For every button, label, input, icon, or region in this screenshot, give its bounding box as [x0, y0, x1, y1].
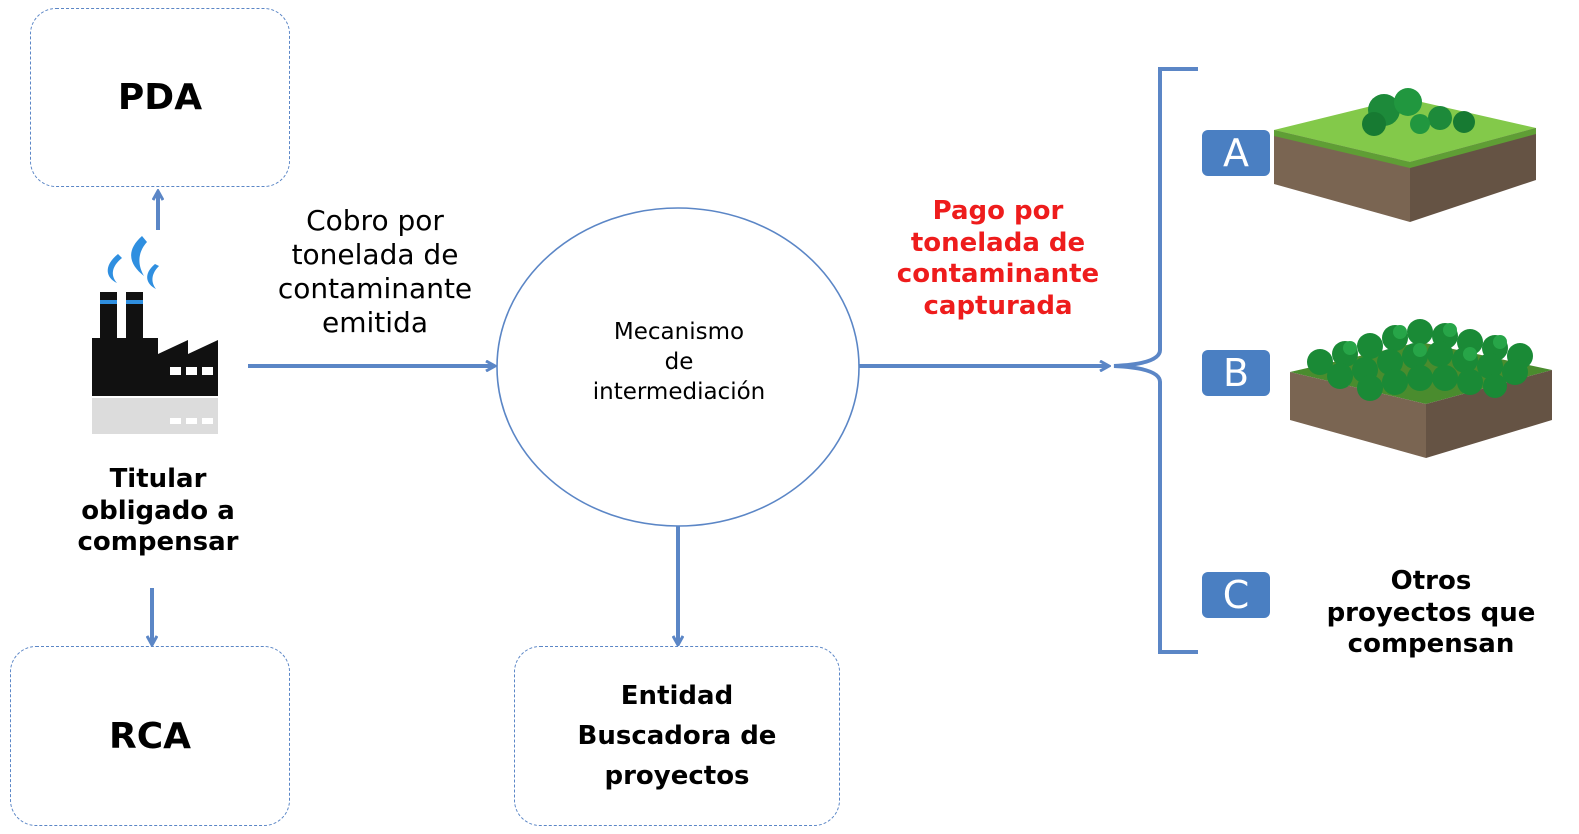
badge-a: A [1202, 130, 1270, 176]
badge-c: C [1202, 572, 1270, 618]
otros-line-2: proyectos que [1326, 597, 1536, 628]
cobro-line-2: tonelada de [291, 238, 459, 272]
badge-b: B [1202, 350, 1270, 396]
otros-line-3: compensan [1347, 629, 1515, 660]
mecanismo-line-3: intermediación [592, 378, 766, 405]
entidad-line-1: Entidad [620, 680, 734, 711]
titular-line-3: compensar [77, 527, 239, 558]
titular-line-1: Titular [109, 464, 207, 494]
rca-label: RCA [108, 715, 191, 757]
cobro-line-1: Cobro por [306, 204, 444, 237]
entidad-line-3: proyectos [604, 761, 750, 792]
pago-line-4: capturada [923, 291, 1073, 322]
entidad-line-2: Buscadora de [577, 720, 777, 751]
mecanismo-label: Mecanismo de intermediación [548, 318, 810, 408]
projects-brace [1113, 67, 1198, 654]
pago-label: Pago por tonelada de contaminante captur… [880, 196, 1116, 323]
mecanismo-circle [496, 207, 860, 527]
titular-line-2: obligado a [81, 495, 235, 526]
pago-line-3: contaminante [896, 259, 1100, 290]
cobro-label: Cobro por tonelada de contaminante emiti… [256, 204, 494, 341]
mecanismo-line-1: Mecanismo [613, 319, 745, 345]
entidad-box: Entidad Buscadora de proyectos [514, 646, 840, 826]
otros-line-1: Otros [1390, 566, 1472, 596]
pda-label: PDA [117, 77, 203, 118]
titular-label: Titular obligado a compensar [40, 464, 276, 559]
cobro-line-3: contaminante [277, 272, 473, 306]
cobro-line-4: emitida [322, 306, 428, 340]
otros-label: Otros proyectos que compensan [1290, 566, 1572, 661]
mecanismo-line-2: de [664, 348, 694, 375]
pda-box: PDA [30, 8, 290, 187]
pago-line-2: tonelada de [910, 227, 1086, 258]
pago-line-1: Pago por [932, 196, 1064, 226]
rca-box: RCA [10, 646, 290, 826]
